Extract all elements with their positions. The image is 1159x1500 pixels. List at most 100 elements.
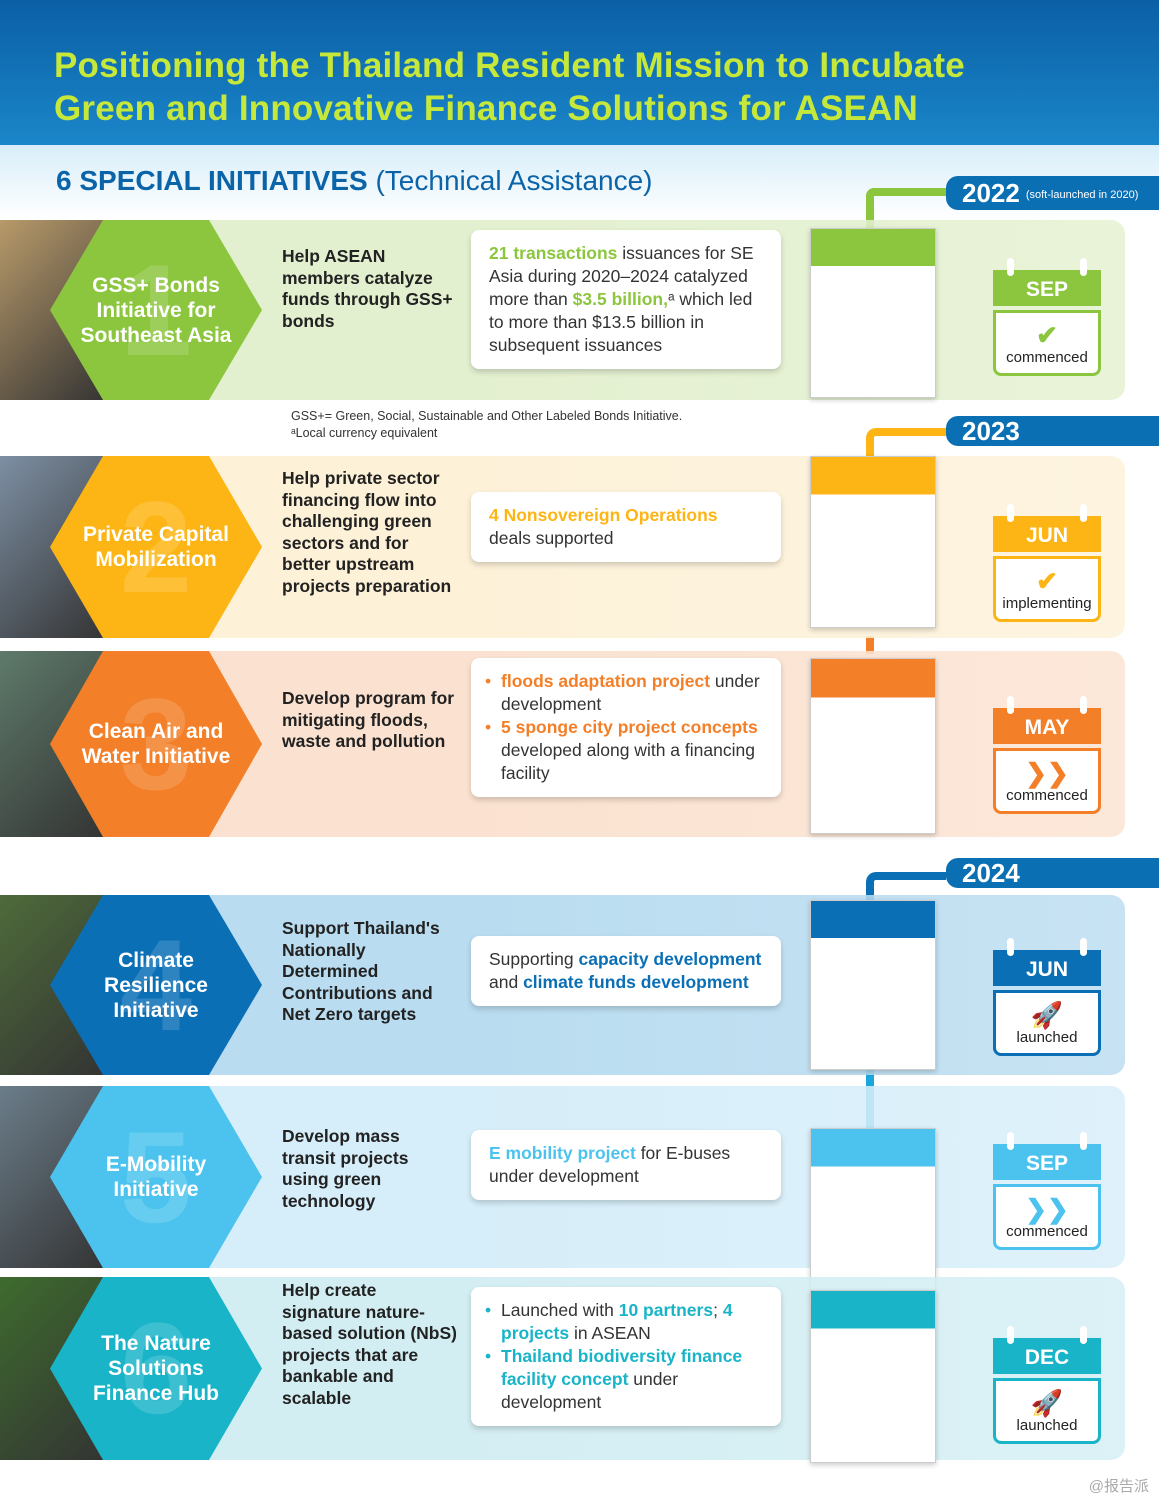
- card-text-segment: in ASEAN: [569, 1323, 651, 1343]
- calendar-month: MAY: [993, 696, 1101, 744]
- chevrons-right-icon: ❯❯: [1025, 1194, 1069, 1224]
- title-line-2: Green and Innovative Finance Solutions f…: [54, 89, 918, 128]
- title-line-1: Positioning the Thailand Resident Missio…: [54, 46, 965, 85]
- initiative-number: 3: [119, 670, 193, 817]
- calendar-month: JUN: [993, 504, 1101, 552]
- status-label: launched: [1016, 1029, 1078, 1046]
- result-card: Launched with 10 partners; 4 projects in…: [471, 1287, 781, 1426]
- card-text-segment: capacity development: [578, 949, 762, 969]
- result-card: floods adaptation project under developm…: [471, 658, 781, 797]
- initiative-name: Clean Air and Water Initiative: [81, 720, 231, 768]
- card-text-segment: 5 sponge city project concepts: [501, 717, 758, 737]
- status-label: launched: [1016, 1417, 1078, 1434]
- initiative-number: 4: [119, 911, 193, 1058]
- card-text-segment: for E-buses under development: [489, 1143, 731, 1186]
- calendar-month: JUN: [993, 938, 1101, 986]
- card-text-segment: ;: [713, 1300, 723, 1320]
- year-badge-2022: 2022 (soft-launched in 2020): [946, 176, 1159, 210]
- publication-thumbnail[interactable]: [810, 1290, 936, 1463]
- status-calendar: JUN ✔implementing: [993, 504, 1101, 622]
- card-text-segment: under development: [501, 1369, 679, 1412]
- publication-thumbnail[interactable]: [810, 228, 936, 398]
- card-text-segment: Supporting: [489, 949, 579, 969]
- result-card: 21 transactions issuances for SE Asia du…: [471, 230, 781, 369]
- timeline-connector: [866, 636, 874, 654]
- footnote: GSS+= Green, Social, Sustainable and Oth…: [291, 408, 682, 442]
- year-label: 2022: [962, 178, 1020, 208]
- status-calendar: SEP❯❯commenced: [993, 1132, 1101, 1250]
- card-bullet: floods adaptation project under developm…: [485, 670, 763, 716]
- card-text-segment: deals supported: [489, 528, 614, 548]
- initiative-description: Help ASEAN members catalyze funds throug…: [282, 246, 453, 331]
- calendar-month: DEC: [993, 1326, 1101, 1374]
- year-note: (soft-launched in 2020): [1025, 189, 1139, 202]
- timeline-connector: [866, 872, 946, 902]
- year-label: 2023: [962, 416, 1020, 446]
- initiative-description: Support Thailand's Nationally Determined…: [282, 918, 440, 1024]
- year-badge-2024: 2024: [946, 858, 1159, 888]
- rocket-icon: 🚀: [1030, 1000, 1064, 1030]
- initiative-name: E-Mobility Initiative: [105, 1153, 207, 1201]
- watermark: @报告派: [1088, 1478, 1149, 1495]
- card-text-segment: developed along with a financing facilit…: [501, 740, 755, 783]
- check-icon: ✔: [1036, 320, 1058, 350]
- rocket-icon: 🚀: [1030, 1388, 1064, 1418]
- card-text-segment: under development: [501, 671, 760, 714]
- publication-thumbnail[interactable]: [810, 456, 936, 628]
- timeline-connector: [866, 428, 946, 458]
- card-text-segment: Thailand biodiversity finance facility c…: [501, 1346, 743, 1389]
- card-text-segment: $3.5 billion,: [572, 289, 668, 309]
- card-bullet: 5 sponge city project concepts developed…: [485, 716, 763, 785]
- section-title-normal: (Technical Assistance): [375, 165, 653, 196]
- calendar-month: SEP: [993, 258, 1101, 306]
- status-label: implementing: [1002, 595, 1092, 612]
- check-icon: ✔: [1036, 566, 1058, 596]
- card-text-segment: 4 projects: [501, 1300, 733, 1343]
- timeline-connector: [866, 188, 946, 228]
- initiative-name: The Nature Solutions Finance Hub: [92, 1332, 219, 1405]
- section-title: 6 SPECIAL INITIATIVES (Technical Assista…: [56, 165, 653, 197]
- initiative-name: GSS+ Bonds Initiative for Southeast Asia: [80, 273, 232, 347]
- initiative-description: Help private sector financing flow into …: [282, 468, 452, 596]
- result-card: Supporting capacity development and clim…: [471, 936, 781, 1006]
- card-text-segment: 21 transactions: [489, 243, 618, 263]
- initiative-number: 5: [119, 1103, 193, 1250]
- card-text-segment: climate funds development: [523, 972, 749, 992]
- card-bullet: Thailand biodiversity finance facility c…: [485, 1345, 763, 1414]
- status-calendar: DEC 🚀launched: [993, 1326, 1101, 1444]
- footnote-line: ᵃLocal currency equivalent: [291, 426, 438, 440]
- card-list: floods adaptation project under developm…: [485, 670, 763, 785]
- publication-thumbnail[interactable]: [810, 658, 936, 834]
- card-text-segment: 4 Nonsovereign Operations: [489, 505, 718, 525]
- section-title-bold: 6 SPECIAL INITIATIVES: [56, 165, 368, 196]
- result-card: E mobility project for E-buses under dev…: [471, 1130, 781, 1200]
- year-badge-2023: 2023: [946, 416, 1159, 446]
- card-text-segment: E mobility project: [489, 1143, 636, 1163]
- initiative-description: Help create signature nature-based solut…: [282, 1280, 457, 1408]
- initiative-number: 2: [119, 473, 193, 620]
- status-label: commenced: [1006, 1223, 1088, 1240]
- publication-thumbnail[interactable]: [810, 900, 936, 1070]
- publication-thumbnail[interactable]: [810, 1128, 936, 1300]
- chevrons-right-icon: ❯❯: [1025, 758, 1069, 788]
- status-calendar: SEP ✔commenced: [993, 258, 1101, 376]
- card-text-segment: Launched with: [501, 1300, 619, 1320]
- initiative-description: Develop mass transit projects using gree…: [282, 1126, 409, 1211]
- footnote-line: GSS+= Green, Social, Sustainable and Oth…: [291, 409, 683, 423]
- status-label: commenced: [1006, 349, 1088, 366]
- status-label: commenced: [1006, 787, 1088, 804]
- page-title: Positioning the Thailand Resident Missio…: [54, 44, 965, 130]
- card-text-segment: floods adaptation project: [501, 671, 711, 691]
- card-list: Launched with 10 partners; 4 projects in…: [485, 1299, 763, 1414]
- card-text-segment: ᵃ which led to more than $13.5 billion i…: [489, 289, 753, 355]
- initiative-name: Private Capital Mobilization: [83, 523, 229, 571]
- card-text-segment: 10 partners: [618, 1300, 714, 1320]
- header-banner: Positioning the Thailand Resident Missio…: [0, 0, 1159, 145]
- card-bullet: Launched with 10 partners; 4 projects in…: [485, 1299, 763, 1345]
